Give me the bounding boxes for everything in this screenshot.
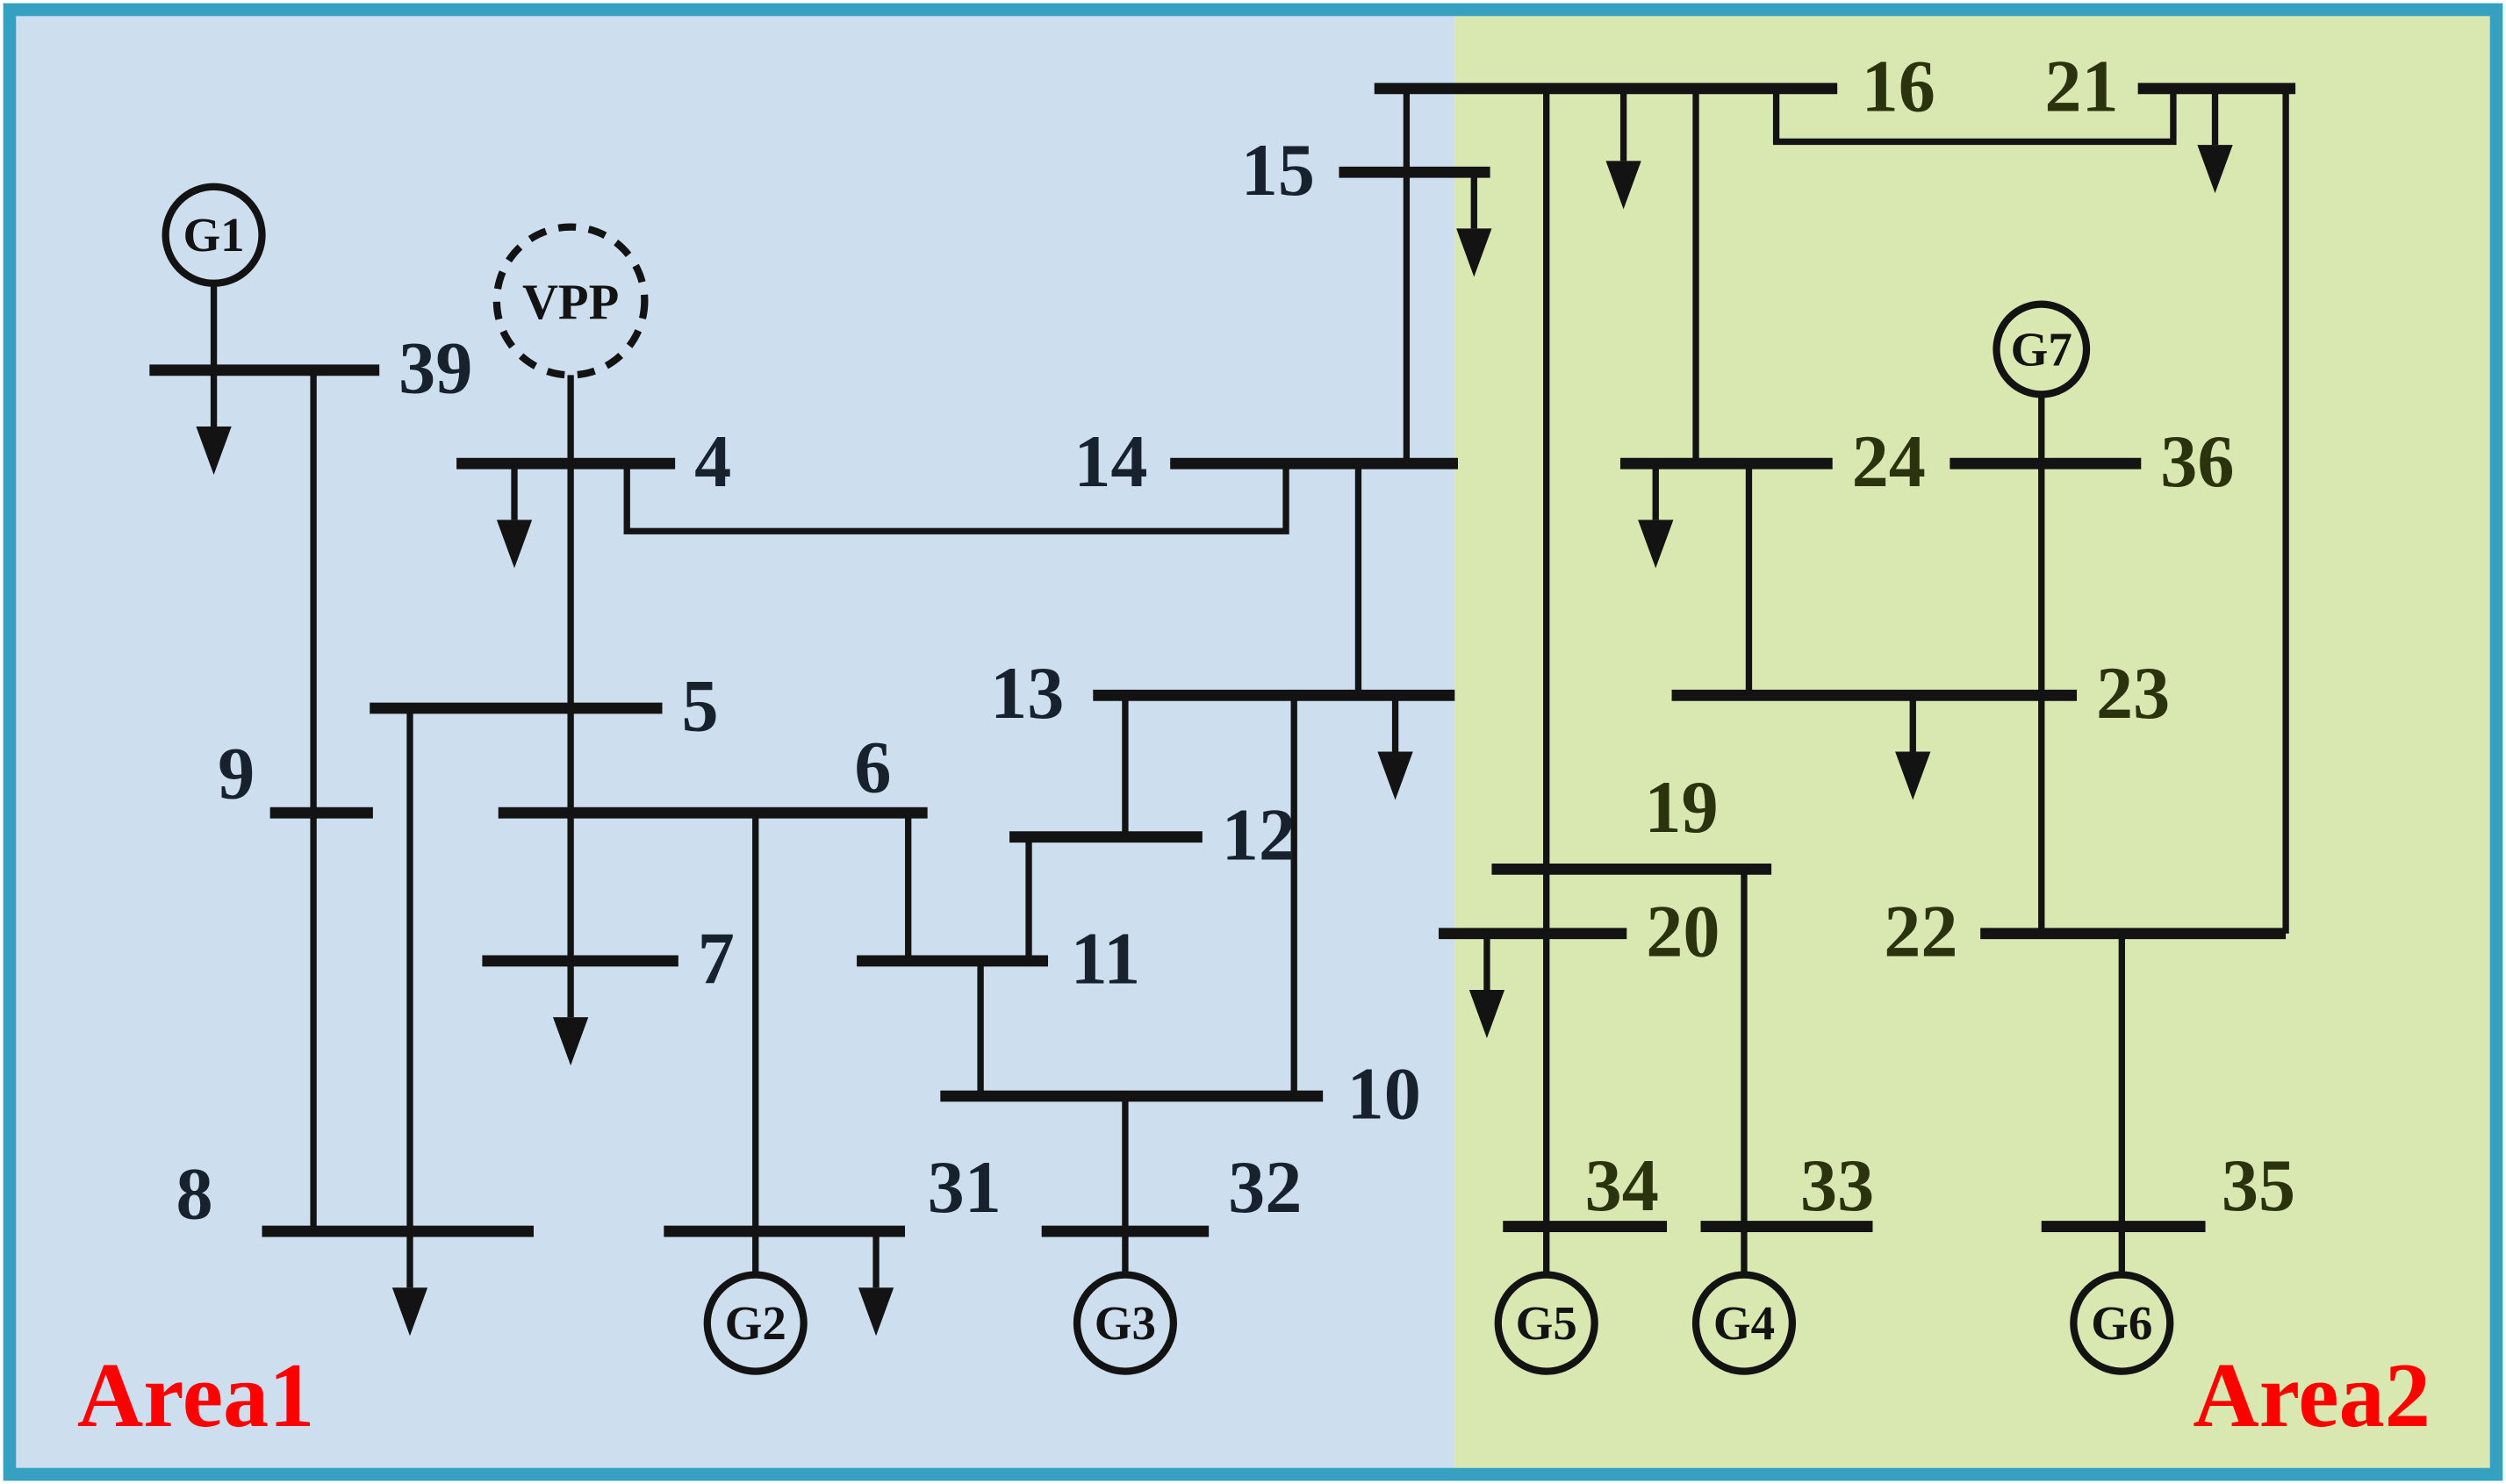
load-arrow-head xyxy=(1638,520,1674,569)
generators: G1 G2 G3 G5 G4 G6 G7 VPP xyxy=(162,183,2174,1375)
generator-circle xyxy=(2070,1271,2174,1375)
vpp-circle xyxy=(492,223,649,379)
load-arrow-bus-8 xyxy=(391,1231,428,1337)
generator-circle xyxy=(703,1271,808,1375)
bus-labels: 39 9 8 4 5 6 7 31 11 12 13 10 32 14 15 1… xyxy=(176,46,2296,1235)
bus-36-label: 36 xyxy=(2160,421,2234,503)
generator-g6: G6 xyxy=(2070,1271,2174,1375)
bus-10-label: 10 xyxy=(1347,1054,1421,1136)
generator-label: G7 xyxy=(2011,322,2072,376)
bus-23-label: 23 xyxy=(2096,653,2170,735)
bus-32-label: 32 xyxy=(1228,1147,1302,1229)
generator-g4: G4 xyxy=(1691,1271,1797,1375)
load-arrow-head xyxy=(2197,145,2233,194)
load-arrow-head xyxy=(552,1017,589,1066)
diagram-border xyxy=(3,3,2503,1481)
load-arrow-bus-20 xyxy=(1468,933,1505,1038)
load-arrow-bus-4 xyxy=(496,463,533,569)
generator-label: G2 xyxy=(725,1296,786,1350)
load-arrow-head xyxy=(1605,161,1641,210)
load-arrow-bus-16 xyxy=(1605,88,1641,210)
bus-14-label: 14 xyxy=(1073,421,1147,503)
generator-label: G3 xyxy=(1095,1296,1156,1350)
generator-circle xyxy=(1073,1271,1177,1375)
bus-31-label: 31 xyxy=(928,1147,1002,1229)
load-arrow-bus-7 xyxy=(552,960,589,1066)
load-arrow-bus-24 xyxy=(1638,463,1674,569)
generator-circle xyxy=(1993,300,2091,398)
load-arrow-head xyxy=(391,1287,428,1337)
bus-8-label: 8 xyxy=(176,1153,213,1235)
load-arrow-head xyxy=(1377,751,1413,800)
generator-g2: G2 xyxy=(703,1271,808,1375)
bus-19-label: 19 xyxy=(1644,767,1718,849)
bus-35-label: 35 xyxy=(2222,1145,2295,1227)
vpp-label: VPP xyxy=(522,275,619,330)
load-arrow-bus-21 xyxy=(2197,88,2233,194)
generator-label: G5 xyxy=(1516,1296,1577,1350)
bus-20-label: 20 xyxy=(1646,891,1720,972)
generator-g5: G5 xyxy=(1494,1271,1598,1375)
load-arrow-head xyxy=(196,427,232,476)
load-arrow-bus-31 xyxy=(858,1231,894,1337)
line-16-21 xyxy=(1772,88,2177,146)
load-arrow-head xyxy=(1468,989,1505,1038)
bus-22-label: 22 xyxy=(1884,891,1957,972)
bus-7-label: 7 xyxy=(698,919,735,1000)
generator-circle xyxy=(162,183,266,287)
load-arrow-bus-15 xyxy=(1456,172,1492,277)
bus-33-label: 33 xyxy=(1800,1145,1874,1227)
generator-label: G6 xyxy=(2091,1296,2152,1350)
vpp-unit: VPP xyxy=(492,223,649,379)
bus-9-label: 9 xyxy=(218,734,255,815)
bus-34-label: 34 xyxy=(1585,1145,1659,1227)
load-arrow-head xyxy=(1456,228,1492,277)
generator-circle xyxy=(1494,1271,1598,1375)
bus-4-label: 4 xyxy=(694,421,731,503)
generator-g3: G3 xyxy=(1073,1271,1177,1375)
load-arrow-head xyxy=(858,1287,894,1337)
bus-13-label: 13 xyxy=(990,653,1064,735)
bus-39-label: 39 xyxy=(399,327,472,409)
bus-15-label: 15 xyxy=(1241,130,1315,211)
generator-label: G1 xyxy=(183,208,244,262)
bus-11-label: 11 xyxy=(1071,919,1141,1000)
load-arrow-bus-39 xyxy=(196,369,232,476)
load-arrow-bus-13 xyxy=(1377,695,1413,800)
generator-g1: G1 xyxy=(162,183,266,287)
bus-21-label: 21 xyxy=(2044,46,2118,127)
generator-circle xyxy=(1691,1271,1797,1375)
bus-24-label: 24 xyxy=(1852,421,1926,503)
bus-6-label: 6 xyxy=(854,727,891,808)
load-arrow-bus-23 xyxy=(1895,695,1931,800)
generator-g7: G7 xyxy=(1993,300,2091,398)
bus-12-label: 12 xyxy=(1222,794,1296,876)
load-arrow-head xyxy=(496,520,533,569)
load-arrow-head xyxy=(1895,751,1931,800)
generator-label: G4 xyxy=(1713,1296,1775,1350)
line-4-14 xyxy=(623,463,1289,534)
bus-5-label: 5 xyxy=(681,666,718,748)
area2-label: Area2 xyxy=(2193,1344,2431,1446)
area2-background xyxy=(1454,16,2490,1468)
area1-label: Area1 xyxy=(77,1344,315,1446)
load-arrows xyxy=(196,88,2233,1337)
bus-16-label: 16 xyxy=(1862,46,1935,127)
